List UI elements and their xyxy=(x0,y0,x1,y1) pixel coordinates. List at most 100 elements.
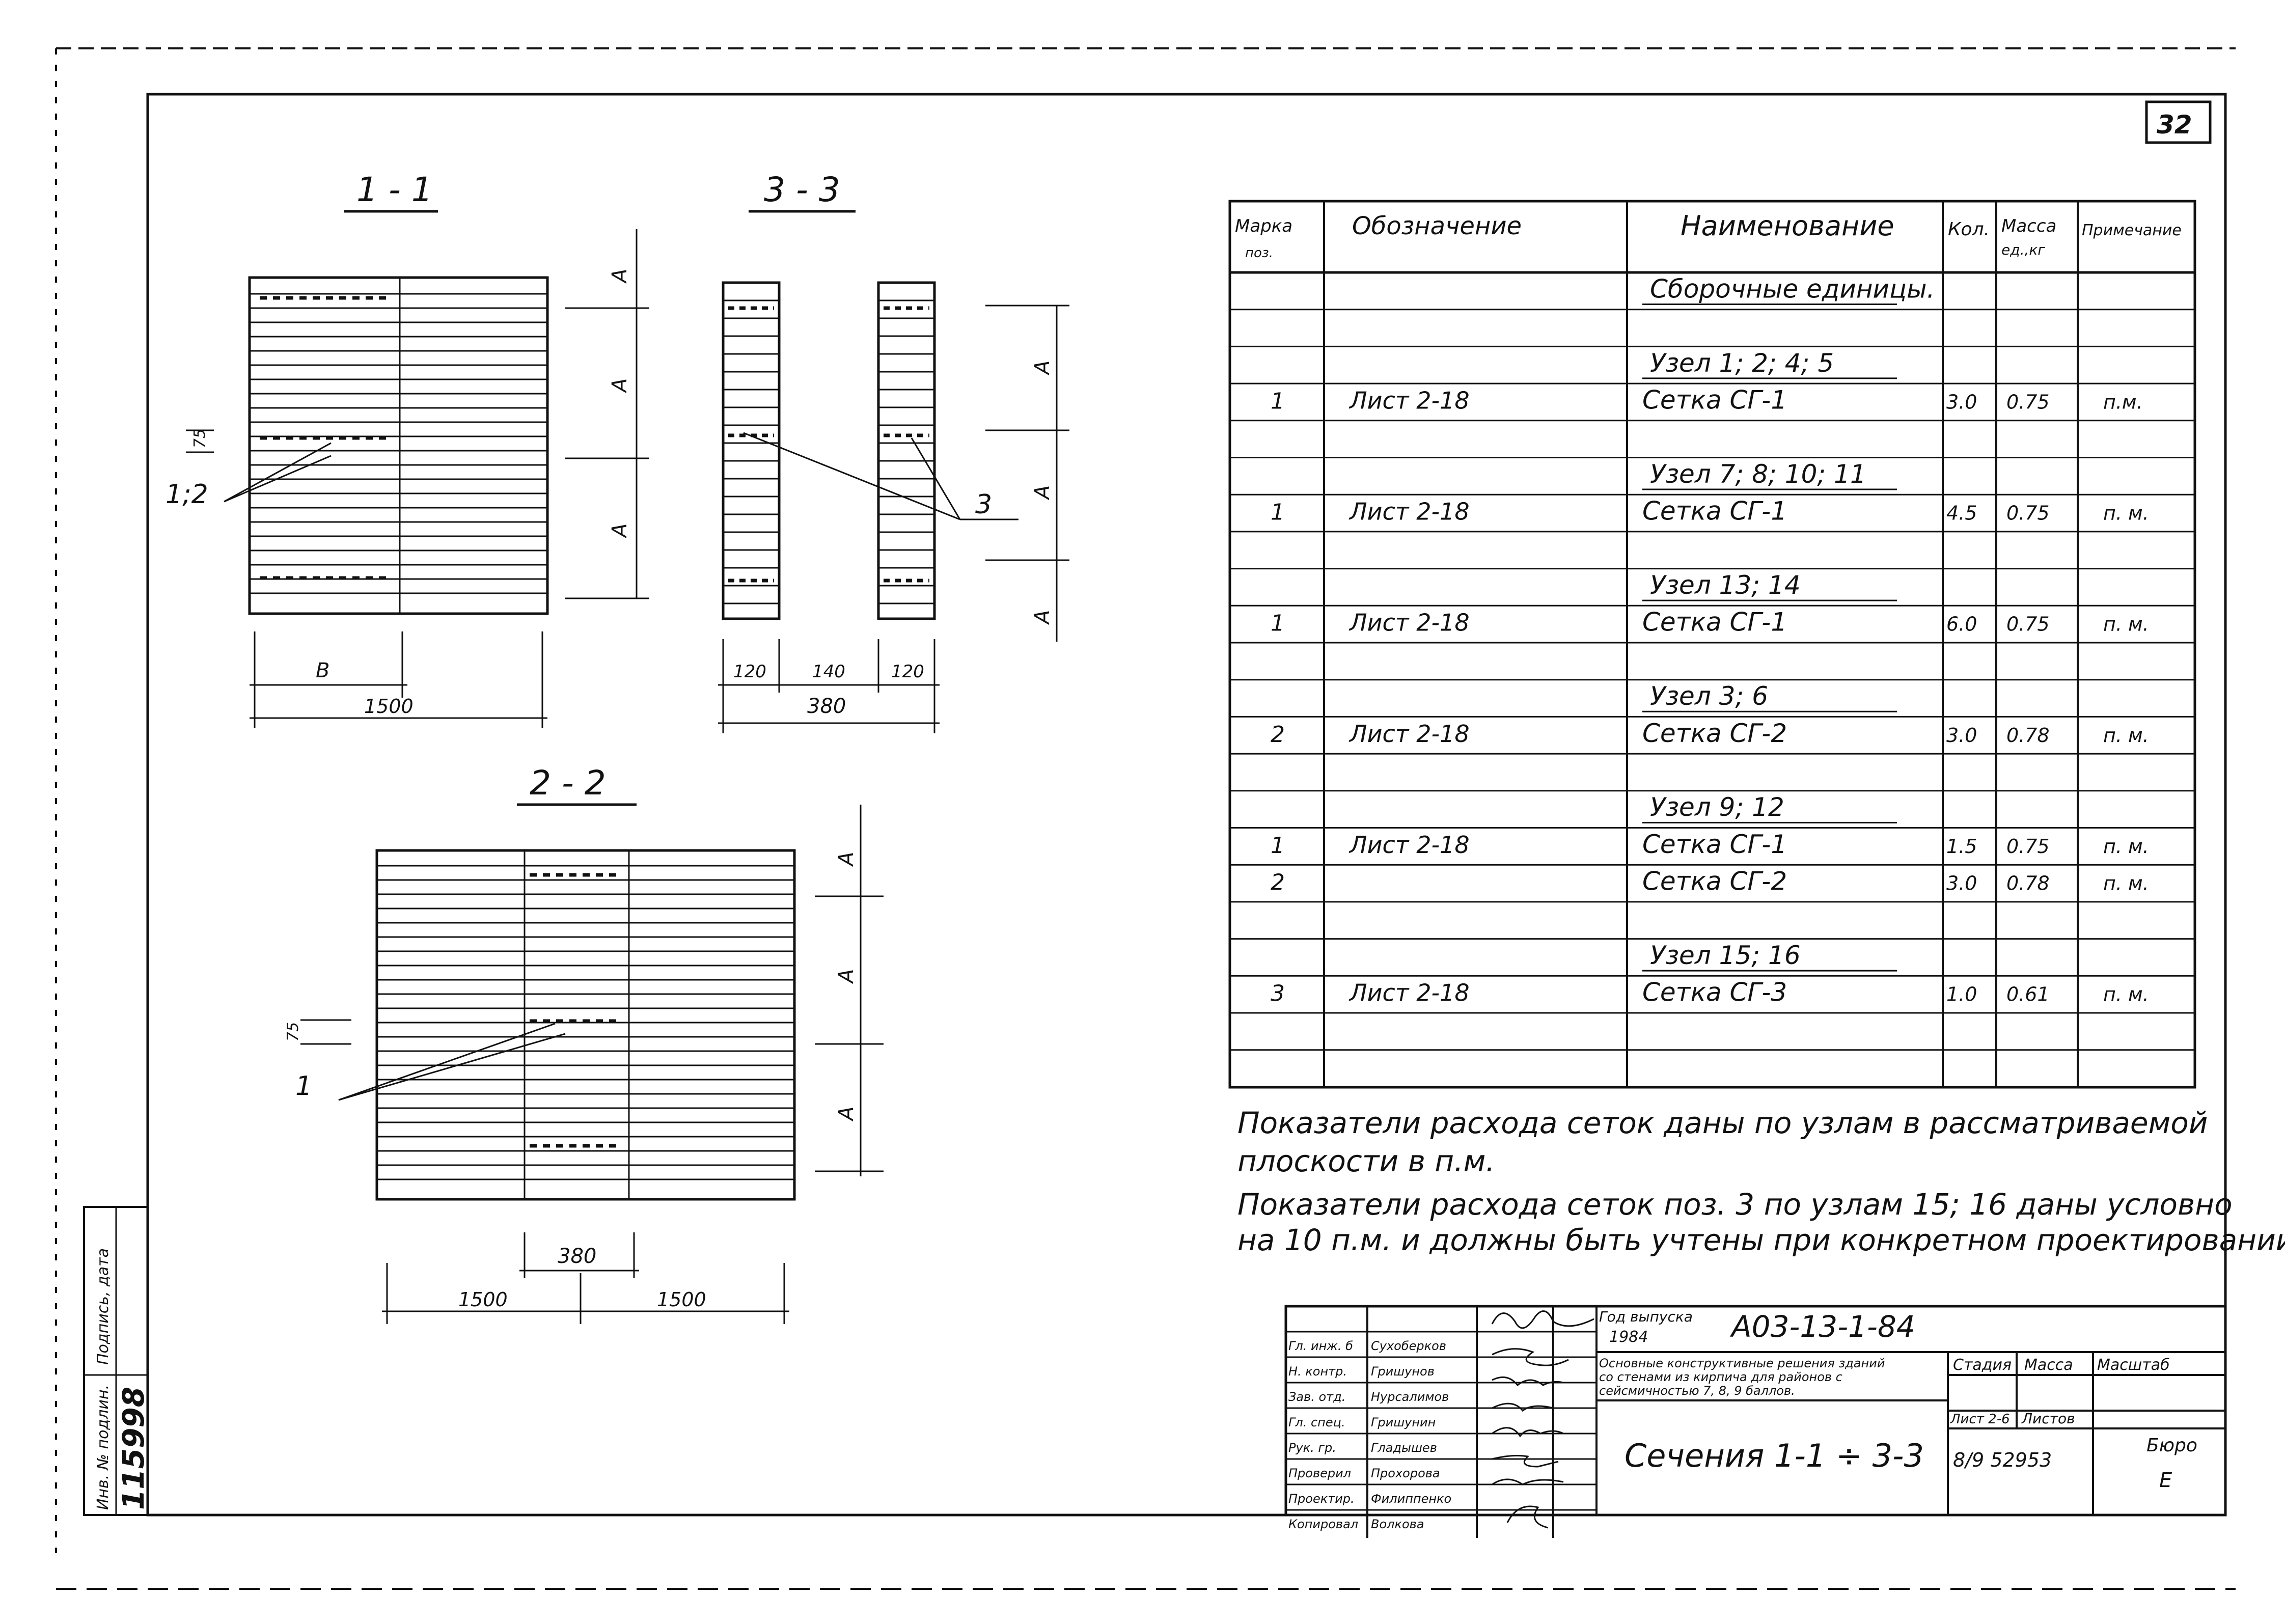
role-label: Зав. отд. xyxy=(1288,1390,1345,1404)
cell-name: Узел 3; 6 xyxy=(1650,681,1768,711)
section-3-3-pos-label: 3 xyxy=(975,489,992,520)
spec-header: Марка поз. Обозначение Наименование Кол.… xyxy=(1235,210,2182,261)
section-1-1: 1 - 1 1;2 75 xyxy=(166,170,649,728)
header-name: Наименование xyxy=(1681,210,1894,242)
sheets-label: Листов xyxy=(2021,1410,2075,1427)
dim-a-3-3-1: А xyxy=(1031,361,1054,376)
spec-row-lines xyxy=(1230,309,2195,1051)
brick-courses-3-3 xyxy=(723,299,934,604)
sheet-number-box: 32 xyxy=(2145,100,2212,144)
cell-name: Сетка СГ-1 xyxy=(1642,497,1787,526)
dim-1500-2-2-right: 1500 xyxy=(657,1288,706,1311)
year-label: Год выпуска xyxy=(1599,1308,1693,1325)
cell-designation: Лист 2-18 xyxy=(1348,979,1470,1007)
dims-bottom-2-2 xyxy=(382,1232,789,1324)
notes: Показатели расхода сеток даны по узлам в… xyxy=(1237,1106,2285,1257)
cell-qty: 3.0 xyxy=(1946,872,1977,895)
role-name: Прохорова xyxy=(1371,1466,1440,1480)
sheet-number: 32 xyxy=(2157,110,2192,140)
role-label: Копировал xyxy=(1288,1517,1358,1531)
mesh-rows-3-3 xyxy=(728,306,929,583)
cell-name: Узел 7; 8; 10; 11 xyxy=(1650,459,1866,489)
cell-mark: 2 xyxy=(1271,722,1285,748)
cell-mass: 0.75 xyxy=(2006,613,2050,636)
brick-courses-1-1 xyxy=(250,293,547,594)
sheet-frame xyxy=(55,47,2236,1590)
dim-b-1-1: В xyxy=(316,659,329,682)
cell-designation: Лист 2-18 xyxy=(1348,609,1470,637)
note-line-3: Показатели расхода сеток поз. 3 по узлам… xyxy=(1237,1187,2233,1222)
dim-a-3-3-2: А xyxy=(1031,485,1054,501)
header-qty: Кол. xyxy=(1948,219,1990,240)
cell-note: п. м. xyxy=(2103,835,2149,858)
role-name: Гладышев xyxy=(1371,1441,1437,1455)
cell-qty: 4.5 xyxy=(1946,502,1977,525)
table-row: Узел 1; 2; 4; 5 xyxy=(1642,348,1897,379)
dim-a-2-2-1: А xyxy=(835,852,858,867)
dim-120-left: 120 xyxy=(733,662,766,682)
cell-name: Узел 13; 14 xyxy=(1650,570,1801,600)
cell-mark: 1 xyxy=(1271,389,1285,415)
section-1-1-title: 1 - 1 xyxy=(356,170,433,209)
inv-label: Инв. № подлин. xyxy=(94,1385,112,1510)
title-block-role-lines xyxy=(1286,1331,1596,1511)
dim-1500-1-1: 1500 xyxy=(364,695,414,718)
cell-note: п. м. xyxy=(2103,724,2149,747)
cell-designation: Лист 2-18 xyxy=(1348,387,1470,415)
table-row: Узел 3; 6 xyxy=(1642,681,1897,712)
cell-mark: 2 xyxy=(1271,870,1285,896)
cell-qty: 1.0 xyxy=(1946,983,1977,1006)
cell-name: Сетка СГ-1 xyxy=(1642,386,1787,415)
project-desc-3: сейсмичностью 7, 8, 9 баллов. xyxy=(1599,1384,1795,1398)
dim-120-right: 120 xyxy=(891,662,924,682)
role-name: Волкова xyxy=(1371,1517,1424,1531)
table-row: Узел 9; 12 xyxy=(1642,792,1897,823)
bureau-label: Бюро xyxy=(2146,1435,2197,1456)
cell-name: Узел 9; 12 xyxy=(1650,792,1784,822)
inv-number: 115998 xyxy=(116,1387,151,1510)
section-3-3: 3 - 3 xyxy=(718,170,1069,733)
cell-mass: 0.75 xyxy=(2006,502,2050,525)
sign-label: Подпись, дата xyxy=(94,1248,112,1365)
year: 1984 xyxy=(1609,1328,1648,1346)
cell-name: Сетка СГ-1 xyxy=(1642,830,1787,859)
brick-courses-2-2 xyxy=(377,865,794,1180)
mass-label: Масса xyxy=(2024,1356,2073,1374)
role-name: Филиппенко xyxy=(1371,1492,1451,1506)
section-2-2-title: 2 - 2 xyxy=(530,763,606,803)
cell-name: Узел 15; 16 xyxy=(1650,941,1801,970)
cell-designation: Лист 2-18 xyxy=(1348,831,1470,859)
dims-bottom-1-1 xyxy=(250,631,547,728)
note-line-1: Показатели расхода сеток даны по узлам в… xyxy=(1237,1106,2208,1140)
cell-qty: 3.0 xyxy=(1946,391,1977,414)
role-label: Рук. гр. xyxy=(1288,1441,1336,1455)
cell-mark: 1 xyxy=(1271,611,1285,637)
cell-name: Сетка СГ-2 xyxy=(1642,719,1787,748)
cell-note: п. м. xyxy=(2103,613,2149,636)
dims-right-2-2 xyxy=(815,805,884,1176)
cell-designation: Лист 2-18 xyxy=(1348,498,1470,526)
title-block-grid xyxy=(1284,1305,2227,1538)
mesh-rows-2-2 xyxy=(530,873,621,1148)
drawing-code: А03-13-1-84 xyxy=(1729,1309,1915,1344)
dims-right-1-1 xyxy=(565,229,649,599)
cell-name: Сетка СГ-1 xyxy=(1642,608,1787,637)
section-2-2-pos-label: 1 xyxy=(295,1071,312,1102)
side-stamp: Инв. № подлин. Подпись, дата 115998 xyxy=(94,1248,151,1510)
section-3-3-title: 3 - 3 xyxy=(764,170,840,209)
dim-380-2-2: 380 xyxy=(558,1245,596,1268)
dim-a-2-2-3: А xyxy=(835,1107,858,1122)
archive-number: 8/9 52953 xyxy=(1953,1449,2052,1471)
table-row: Сборочные единицы. xyxy=(1642,274,1935,306)
role-name: Гришунов xyxy=(1371,1364,1435,1379)
drawing-title: Сечения 1-1 ÷ 3-3 xyxy=(1625,1437,1924,1474)
cell-name: Сборочные единицы. xyxy=(1650,274,1935,304)
dims-right-3-3 xyxy=(985,305,1069,642)
note-line-4: на 10 п.м. и должны быть учтены при конк… xyxy=(1237,1223,2285,1257)
